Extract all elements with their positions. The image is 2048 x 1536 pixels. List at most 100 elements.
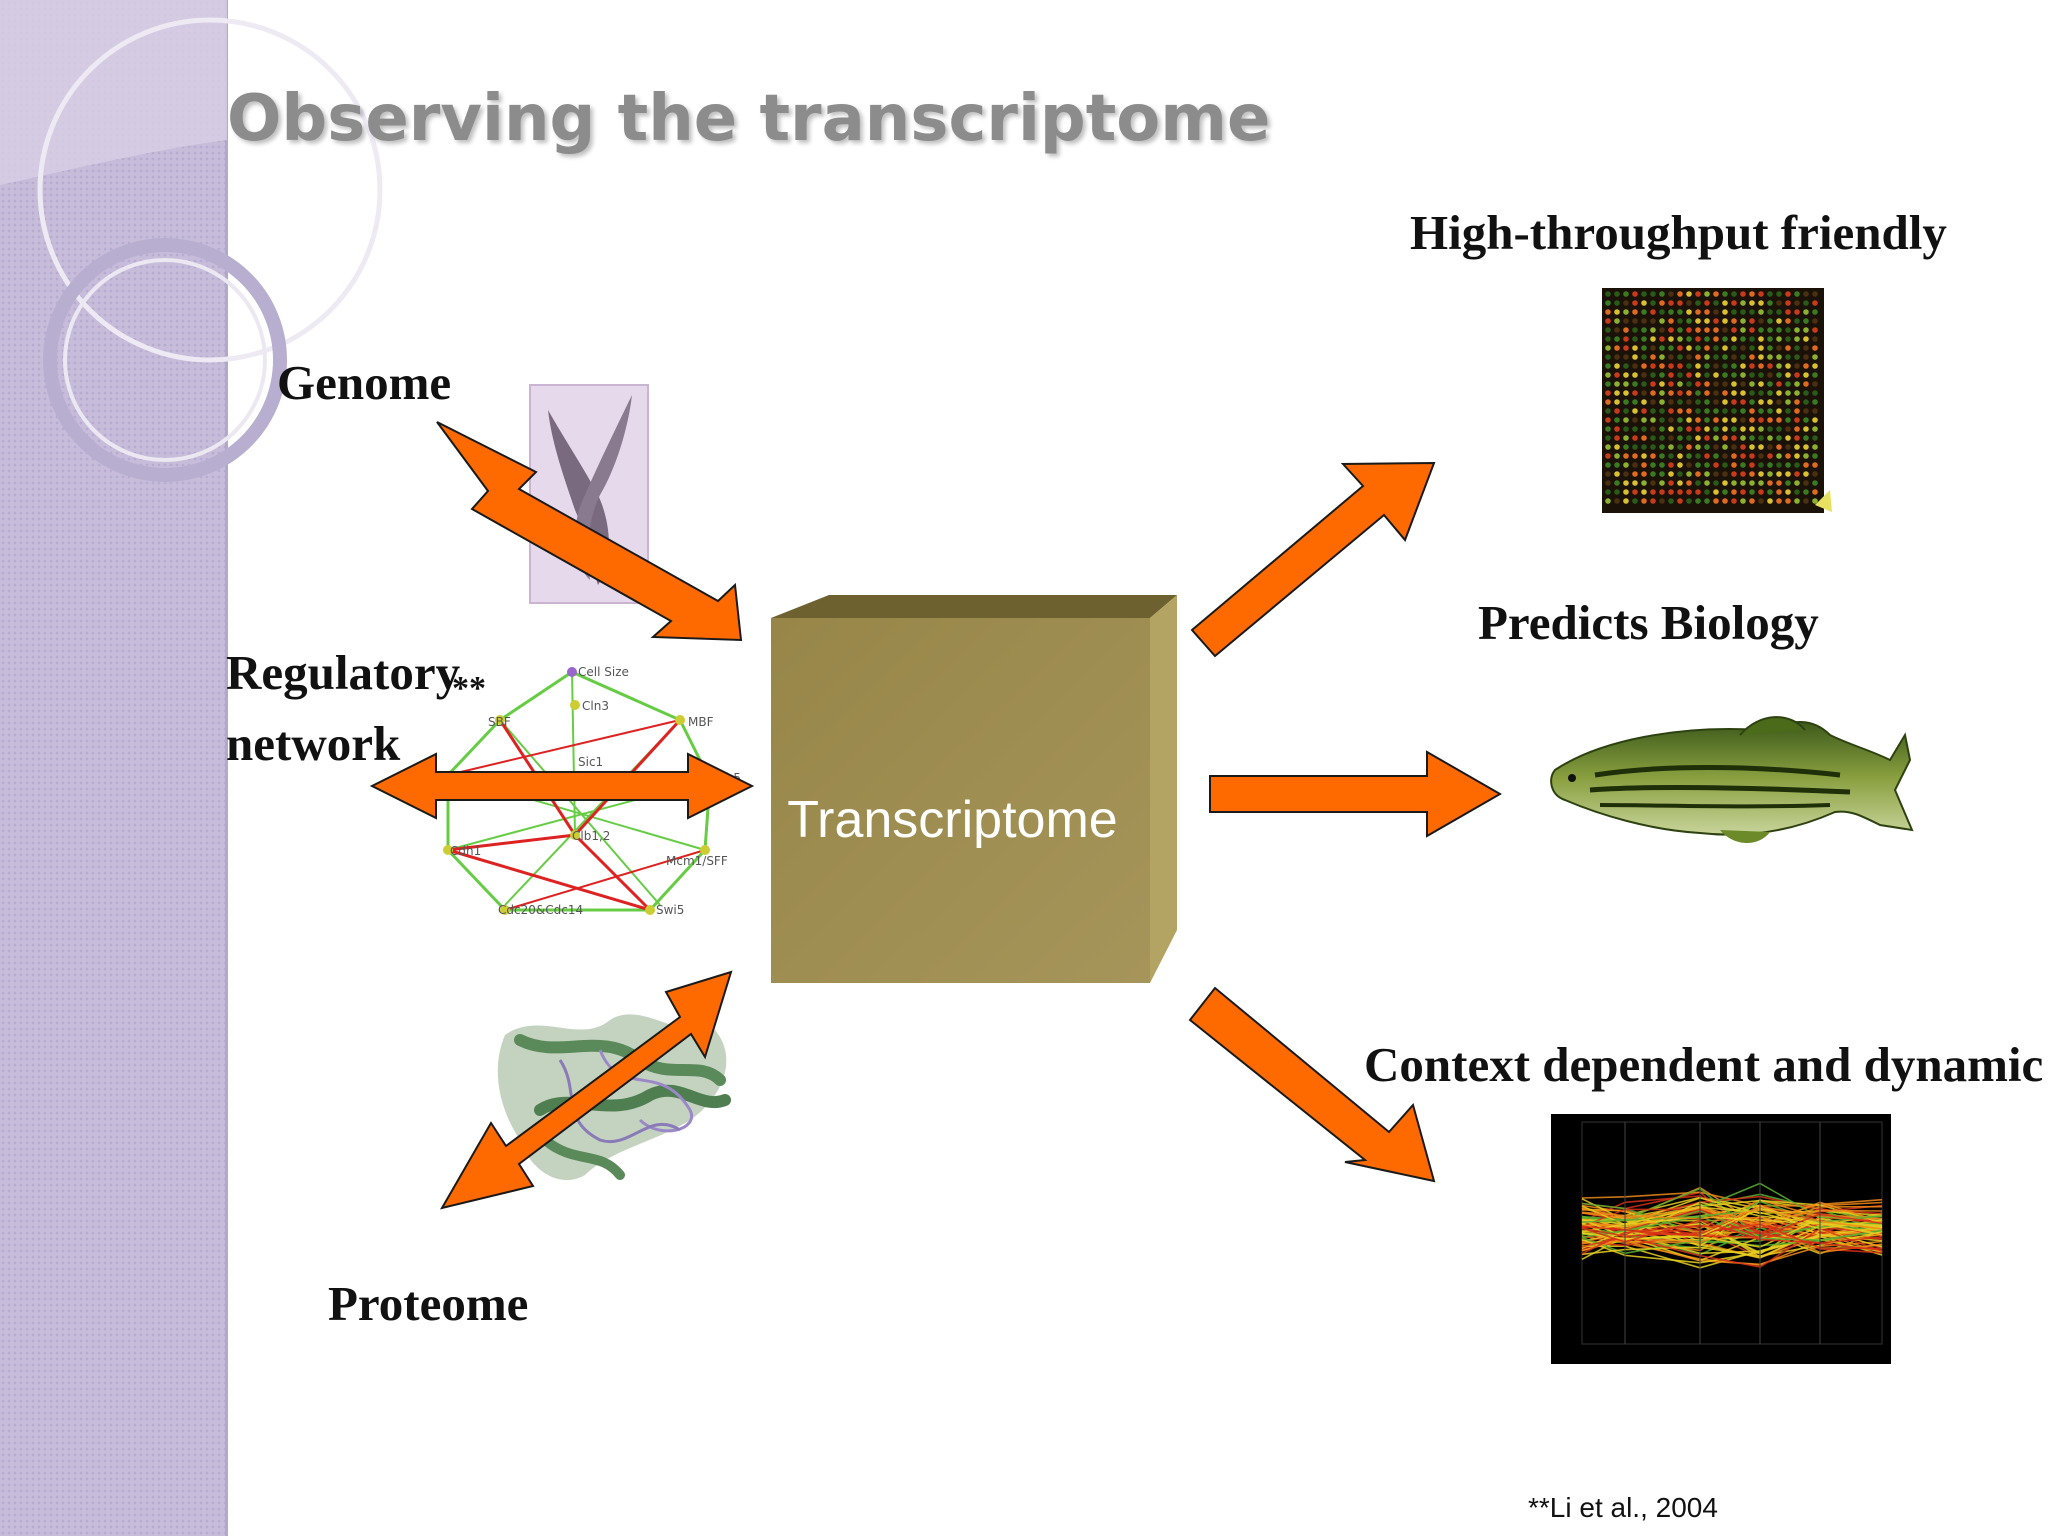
microarray-spot	[1677, 453, 1683, 459]
microarray-spot	[1641, 471, 1647, 477]
microarray-spot	[1794, 462, 1800, 468]
microarray-spot	[1812, 363, 1818, 369]
microarray-spot	[1722, 444, 1728, 450]
microarray-spot	[1632, 345, 1638, 351]
microarray-spot	[1614, 318, 1620, 324]
microarray-spot	[1677, 372, 1683, 378]
microarray-spot	[1668, 408, 1674, 414]
microarray-spot	[1677, 471, 1683, 477]
microarray-spot	[1677, 489, 1683, 495]
microarray-spot	[1731, 408, 1737, 414]
microarray-spot	[1740, 318, 1746, 324]
sidebar-decoration	[0, 0, 383, 1536]
microarray-spot	[1686, 426, 1692, 432]
microarray-spot	[1695, 399, 1701, 405]
microarray-spot	[1695, 318, 1701, 324]
zebrafish-image	[1550, 716, 1914, 843]
microarray-spot	[1695, 435, 1701, 441]
microarray-spot	[1794, 453, 1800, 459]
microarray-spot	[1812, 372, 1818, 378]
microarray-spot	[1686, 381, 1692, 387]
microarray-spot	[1731, 390, 1737, 396]
microarray-spot	[1758, 453, 1764, 459]
microarray-spot	[1722, 318, 1728, 324]
microarray-spot	[1812, 489, 1818, 495]
microarray-spot	[1785, 363, 1791, 369]
microarray-spot	[1731, 417, 1737, 423]
microarray-spot	[1686, 453, 1692, 459]
microarray-spot	[1632, 426, 1638, 432]
microarray-spot	[1722, 291, 1728, 297]
microarray-spot	[1767, 300, 1773, 306]
microarray-spot	[1668, 345, 1674, 351]
microarray-spot	[1794, 336, 1800, 342]
microarray-spot	[1650, 336, 1656, 342]
microarray-spot	[1713, 309, 1719, 315]
microarray-spot	[1605, 498, 1611, 504]
microarray-spot	[1632, 336, 1638, 342]
microarray-spot	[1632, 363, 1638, 369]
microarray-spot	[1785, 309, 1791, 315]
microarray-spot	[1659, 390, 1665, 396]
microarray-spot	[1758, 390, 1764, 396]
microarray-spot	[1731, 300, 1737, 306]
microarray-spot	[1767, 399, 1773, 405]
microarray-spot	[1722, 363, 1728, 369]
microarray-spot	[1722, 462, 1728, 468]
context-dependent-label: Context dependent and dynamic	[1364, 1037, 2044, 1092]
microarray-spot	[1767, 318, 1773, 324]
microarray-spot	[1695, 498, 1701, 504]
microarray-spot	[1641, 453, 1647, 459]
microarray-spot	[1740, 336, 1746, 342]
microarray-spot	[1659, 381, 1665, 387]
expression-line	[1581, 1234, 1883, 1264]
microarray-spot	[1785, 327, 1791, 333]
microarray-spot	[1713, 435, 1719, 441]
microarray-spot	[1650, 444, 1656, 450]
microarray-spot	[1704, 336, 1710, 342]
microarray-spot	[1803, 309, 1809, 315]
microarray-spot	[1659, 363, 1665, 369]
microarray-spot	[1641, 300, 1647, 306]
microarray-spot	[1614, 498, 1620, 504]
microarray-spot	[1749, 345, 1755, 351]
microarray-spot	[1677, 327, 1683, 333]
microarray-spot	[1713, 426, 1719, 432]
microarray-spot	[1731, 471, 1737, 477]
microarray-spot	[1659, 480, 1665, 486]
microarray-spot	[1632, 444, 1638, 450]
expression-line	[1581, 1222, 1883, 1254]
microarray-spot	[1623, 408, 1629, 414]
microarray-spot	[1623, 336, 1629, 342]
microarray-spot	[1686, 372, 1692, 378]
expression-line	[1581, 1206, 1883, 1233]
microarray-spot	[1641, 498, 1647, 504]
microarray-spot	[1605, 336, 1611, 342]
microarray-spot	[1668, 381, 1674, 387]
microarray-spot	[1641, 417, 1647, 423]
microarray-spot	[1650, 408, 1656, 414]
microarray-spot	[1614, 417, 1620, 423]
microarray-spot	[1731, 498, 1737, 504]
microarray-spot	[1668, 309, 1674, 315]
microarray-spot	[1668, 498, 1674, 504]
microarray-spot	[1659, 453, 1665, 459]
microarray-spot	[1713, 489, 1719, 495]
microarray-spot	[1686, 399, 1692, 405]
microarray-spot	[1704, 480, 1710, 486]
microarray-spot	[1812, 408, 1818, 414]
microarray-spot	[1803, 381, 1809, 387]
microarray-spot	[1722, 498, 1728, 504]
microarray-spot	[1803, 471, 1809, 477]
microarray-spot	[1686, 345, 1692, 351]
microarray-spot	[1767, 444, 1773, 450]
microarray-spot	[1803, 489, 1809, 495]
microarray-spot	[1623, 498, 1629, 504]
microarray-spot	[1614, 489, 1620, 495]
expression-line	[1581, 1223, 1883, 1250]
microarray-spot	[1776, 327, 1782, 333]
microarray-spot	[1704, 345, 1710, 351]
microarray-spot	[1650, 498, 1656, 504]
microarray-spot	[1677, 462, 1683, 468]
microarray-spot	[1677, 345, 1683, 351]
